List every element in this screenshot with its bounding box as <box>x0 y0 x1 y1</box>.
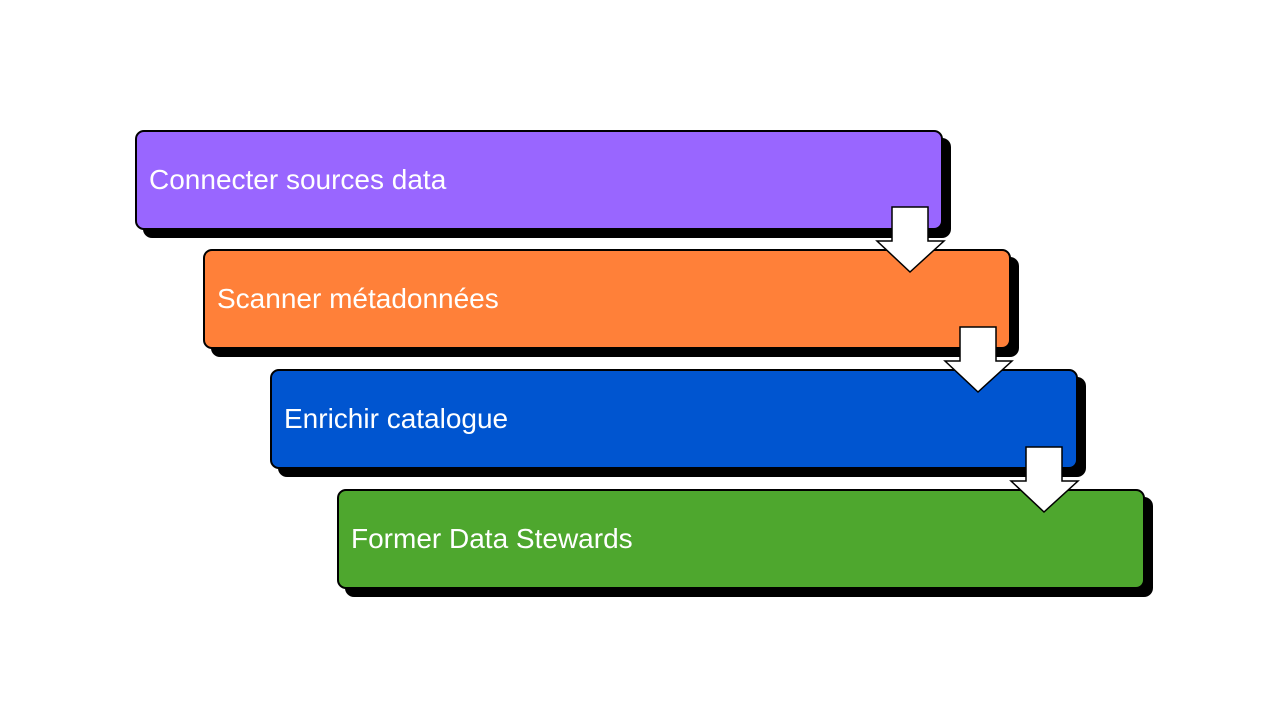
step-enrich-catalogue: Enrichir catalogue <box>270 369 1086 477</box>
down-arrow-icon <box>943 326 1014 394</box>
down-arrow-icon <box>875 206 946 274</box>
step-label: Scanner métadonnées <box>217 283 499 314</box>
step-scan-metadata: Scanner métadonnées <box>203 249 1019 357</box>
step-box: Connecter sources data <box>135 130 943 230</box>
down-arrow-icon <box>1009 446 1080 514</box>
step-box: Scanner métadonnées <box>203 249 1011 349</box>
step-box: Enrichir catalogue <box>270 369 1078 469</box>
step-label: Enrichir catalogue <box>284 403 509 434</box>
step-label: Former Data Stewards <box>351 523 633 554</box>
step-label: Connecter sources data <box>149 164 447 195</box>
step-connect-sources: Connecter sources data <box>135 130 951 238</box>
step-box: Former Data Stewards <box>337 489 1145 589</box>
step-train-data-stewards: Former Data Stewards <box>337 489 1153 597</box>
